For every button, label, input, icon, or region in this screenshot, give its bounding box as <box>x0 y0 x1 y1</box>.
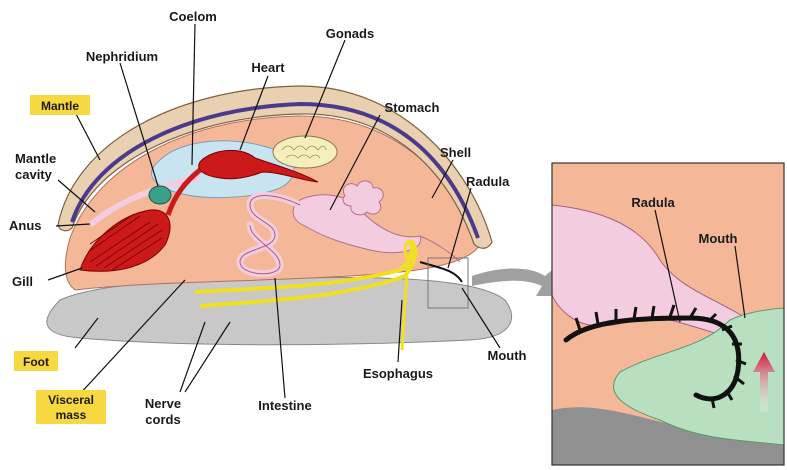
label-nerve-cords-line2: cords <box>145 412 180 427</box>
label-inset-mouth: Mouth <box>699 231 738 246</box>
inset-gray-region <box>552 407 784 465</box>
pointer-arrow-icon <box>472 268 560 296</box>
label-mantle-cavity-line1: Mantle <box>15 151 56 166</box>
leader-lines <box>47 23 746 399</box>
radula-small <box>419 261 463 283</box>
label-stomach: Stomach <box>385 100 440 115</box>
nerve-ring <box>403 239 417 261</box>
gonads-shape <box>272 135 338 169</box>
intestine-outline <box>239 195 301 275</box>
gonads-texture <box>281 145 327 159</box>
label-visceral-mass-line2: mass <box>56 408 87 422</box>
inset-frame <box>551 162 785 466</box>
foot-tag-bg <box>14 351 58 371</box>
label-gonads: Gonads <box>326 26 374 41</box>
label-foot: Foot <box>23 355 49 369</box>
label-gill: Gill <box>12 274 33 289</box>
label-anus: Anus <box>9 218 42 233</box>
label-mantle: Mantle <box>41 99 79 113</box>
digestive-gland <box>342 180 384 216</box>
inset-marker-box <box>427 257 469 309</box>
label-nephridium: Nephridium <box>86 49 158 64</box>
radula-inset <box>552 163 784 465</box>
mantle-tag-bg <box>30 95 90 115</box>
label-intestine: Intestine <box>258 398 311 413</box>
labels: Coelom Gonads Nephridium Heart Mantle St… <box>9 9 738 427</box>
upward-motion-arrow-icon <box>753 352 775 412</box>
aorta <box>165 168 202 216</box>
inset-radula-teeth <box>574 304 747 409</box>
label-esophagus: Esophagus <box>363 366 433 381</box>
esophagus-tube <box>419 235 461 263</box>
label-mouth: Mouth <box>488 348 527 363</box>
heart-shape <box>198 149 319 183</box>
label-coelom: Coelom <box>169 9 217 24</box>
label-visceral-mass-line1: Visceral <box>48 393 94 407</box>
label-nerve-cords-line1: Nerve <box>145 396 181 411</box>
shell-shape <box>57 85 493 249</box>
nephridium-shape <box>148 185 172 205</box>
visceral-mass-tag-bg <box>36 390 106 424</box>
mantle-band <box>70 101 480 239</box>
label-shell: Shell <box>440 145 471 160</box>
gill-lamellae <box>87 213 163 271</box>
label-inset-radula: Radula <box>631 195 675 210</box>
label-heart: Heart <box>251 60 285 75</box>
nerve-cord-1 <box>194 240 414 294</box>
inset-radula <box>563 315 742 402</box>
label-radula: Radula <box>466 174 510 189</box>
label-mantle-cavity-line2: cavity <box>15 167 53 182</box>
nerve-descending <box>400 257 410 351</box>
